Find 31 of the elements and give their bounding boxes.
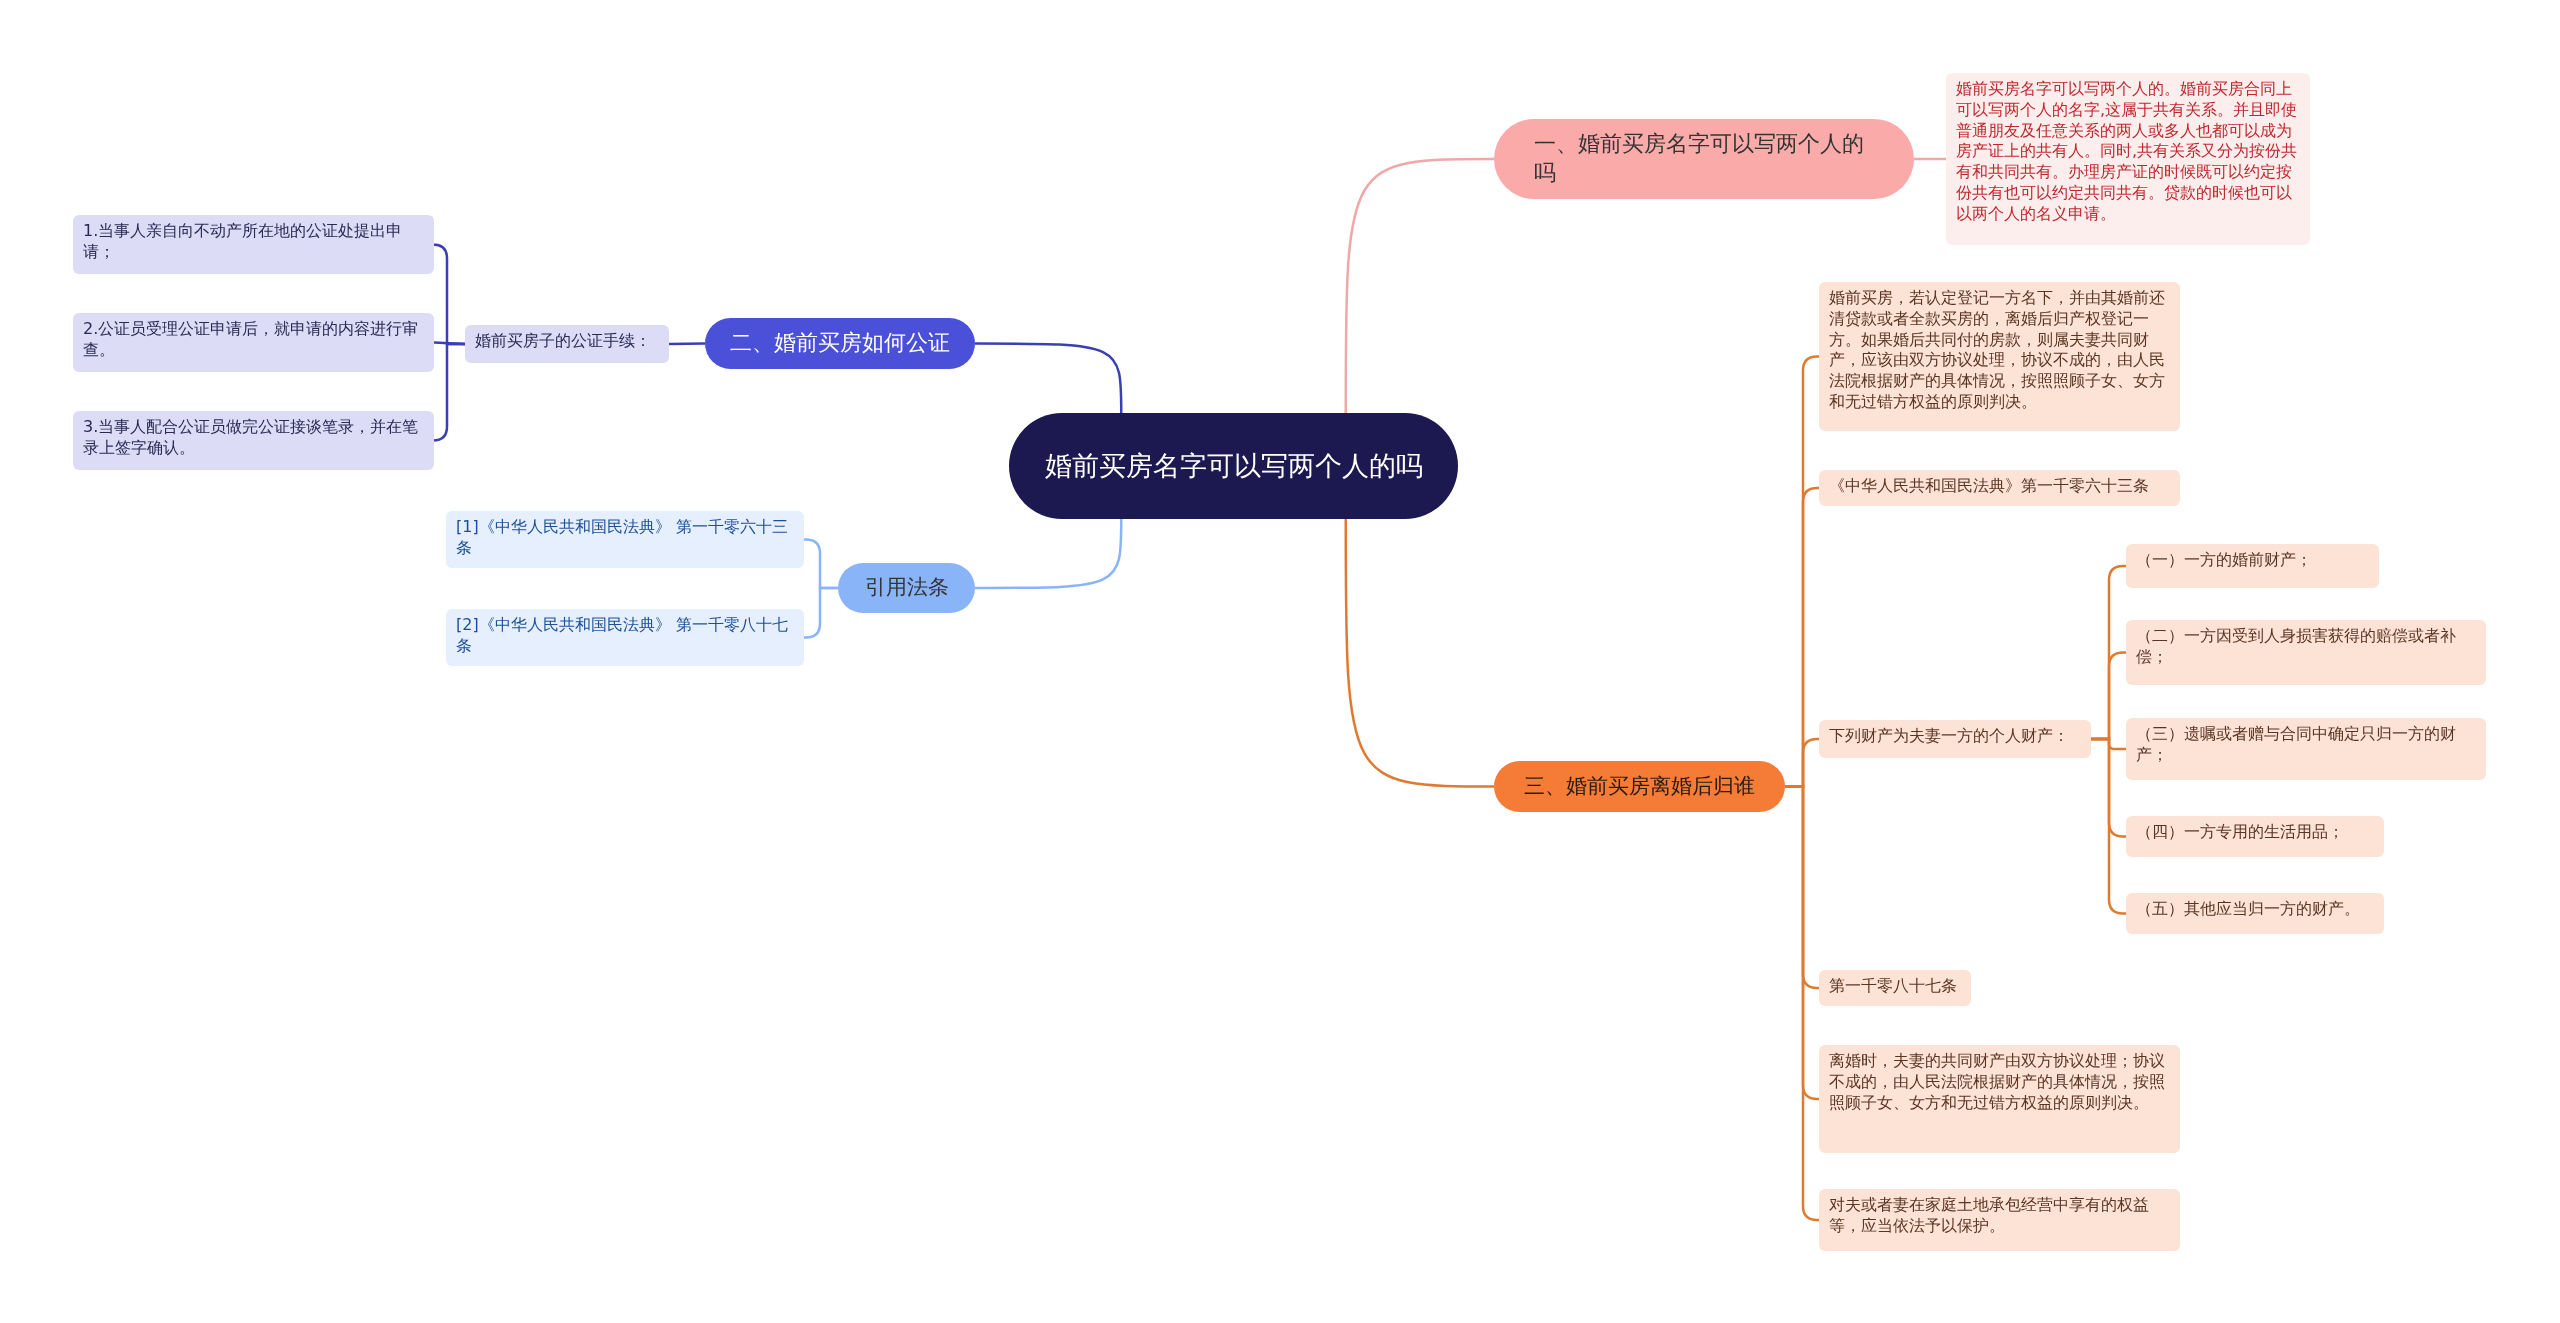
central-topic: 婚前买房名字可以写两个人的吗 [1009,413,1458,519]
subtopic-box: 婚前买房子的公证手续： [465,325,669,363]
subtopic-box: 下列财产为夫妻一方的个人财产： [1819,720,2091,758]
connector-line [804,586,838,639]
subtopic-box: （五）其他应当归一方的财产。 [2126,893,2384,934]
subtopic-box: （二）一方因受到人身损害获得的赔偿或者补偿； [2126,620,2486,685]
subtopic-box: [2]《中华人民共和国民法典》 第一千零八十七条 [446,609,804,666]
subtopic-box: 2.公证员受理公证申请后，就申请的内容进行审查。 [73,313,434,372]
subtopic-box: （四）一方专用的生活用品； [2126,816,2384,857]
connector-line [1344,157,1494,413]
connector-line [1785,785,1820,1222]
subtopic-box: [1]《中华人民共和国民法典》 第一千零六十三条 [446,511,804,568]
note-box: 婚前买房名字可以写两个人的。婚前买房合同上可以写两个人的名字,这属于共有关系。并且即使普通朋友及任意关系的两人或多人也都可以成为房产证上的共有人。同时,共有关系又分为按份共有和共同共有。办理房产证的时候既可以约定按份共有也可以约定共同共有。贷款的时候也可以以两个人的名义申请。 [1946,73,2310,245]
branch-topic: 一、婚前买房名字可以写两个人的吗 [1494,119,1914,199]
note-box: 对夫或者妻在家庭土地承包经营中享有的权益等，应当依法予以保护。 [1819,1189,2180,1251]
branch-topic: 三、婚前买房离婚后归谁 [1494,761,1785,812]
subtopic-box: （一）一方的婚前财产； [2126,544,2379,588]
note-box: 离婚时，夫妻的共同财产由双方协议处理；协议不成的，由人民法院根据财产的具体情况，按照照顾子女、女方和无过错方权益的原则判决。 [1819,1045,2180,1153]
subtopic-box: 3.当事人配合公证员做完公证接谈笔录，并在笔录上签字确认。 [73,411,434,470]
connector-line [1914,157,1946,161]
subtopic-box: 1.当事人亲自向不动产所在地的公证处提出申请； [73,215,434,274]
connector-line [1344,519,1494,788]
subtopic-box: 第一千零八十七条 [1819,970,1971,1006]
subtopic-box: 《中华人民共和国民法典》第一千零六十三条 [1819,470,2180,506]
connector-line [669,342,705,346]
note-box: 婚前买房，若认定登记一方名下，并由其婚前还清贷款或者全款买房的，离婚后归产权登记一方。如果婚后共同付的房款，则属夫妻共同财产，应该由双方协议处理，协议不成的，由人民法院根据财产的具体情况，按照照顾子女、女方和无过错方权益的原则判决。 [1819,282,2180,431]
connector-line [975,342,1123,413]
branch-topic: 二、婚前买房如何公证 [705,318,975,369]
connector-line [975,519,1123,590]
subtopic-box: （三）遗嘱或者赠与合同中确定只归一方的财产； [2126,718,2486,780]
branch-topic: 引用法条 [838,563,975,613]
